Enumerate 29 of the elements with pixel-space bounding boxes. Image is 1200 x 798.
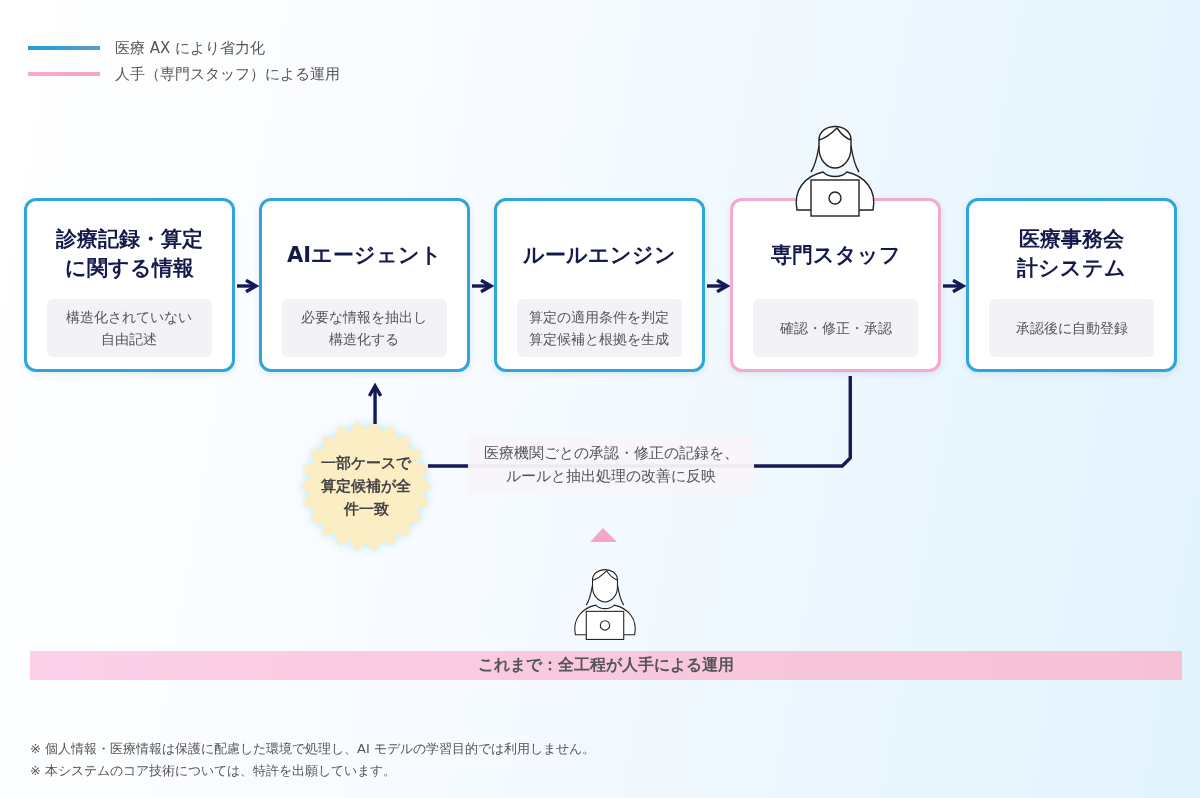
box-title: AIエージェント bbox=[285, 242, 444, 269]
arrow bbox=[943, 278, 965, 294]
box-title: 診療記録・算定に関する情報 bbox=[55, 226, 204, 282]
arrow bbox=[472, 278, 493, 294]
arrow bbox=[707, 278, 729, 294]
process-box bbox=[259, 198, 470, 372]
badge-text: 一部ケースで算定候補が全件一致 bbox=[320, 452, 413, 520]
edge-label: 医療機関ごとの承認・修正の記録を、ルールと抽出処理の改善に反映 bbox=[468, 436, 754, 494]
arrow bbox=[237, 278, 258, 294]
box-description: 確認・修正・承認 bbox=[779, 319, 892, 338]
box-title: ルールエンジン bbox=[522, 242, 677, 269]
process-box bbox=[494, 198, 705, 372]
banner-text: これまで：全工程が人手による運用 bbox=[478, 655, 734, 676]
process-box bbox=[24, 198, 235, 372]
box-description: 構造化されていない自由記述 bbox=[65, 308, 194, 349]
starburst-badge bbox=[300, 420, 432, 552]
box-title: 医療事務会計システム bbox=[1016, 226, 1127, 282]
legend-label: 医療 AX により省力化 bbox=[115, 38, 266, 58]
box-title: 専門スタッフ bbox=[769, 242, 902, 269]
box-description: 承認後に自動登録 bbox=[1015, 319, 1128, 338]
process-box bbox=[730, 198, 941, 372]
banner-band bbox=[30, 651, 1182, 680]
box-description: 算定の適用条件を判定算定候補と根拠を生成 bbox=[528, 308, 671, 349]
process-box bbox=[966, 198, 1177, 372]
arrow bbox=[367, 384, 383, 424]
footnote: ※ 個人情報・医療情報は保護に配慮した環境で処理し、AI モデルの学習目的では利用しません。 bbox=[30, 740, 595, 758]
legend-label: 人手（専門スタッフ）による運用 bbox=[115, 64, 340, 84]
footnote: ※ 本システムのコア技術については、特許を出願しています。 bbox=[30, 762, 397, 780]
box-description: 必要な情報を抽出し構造化する bbox=[300, 308, 429, 349]
